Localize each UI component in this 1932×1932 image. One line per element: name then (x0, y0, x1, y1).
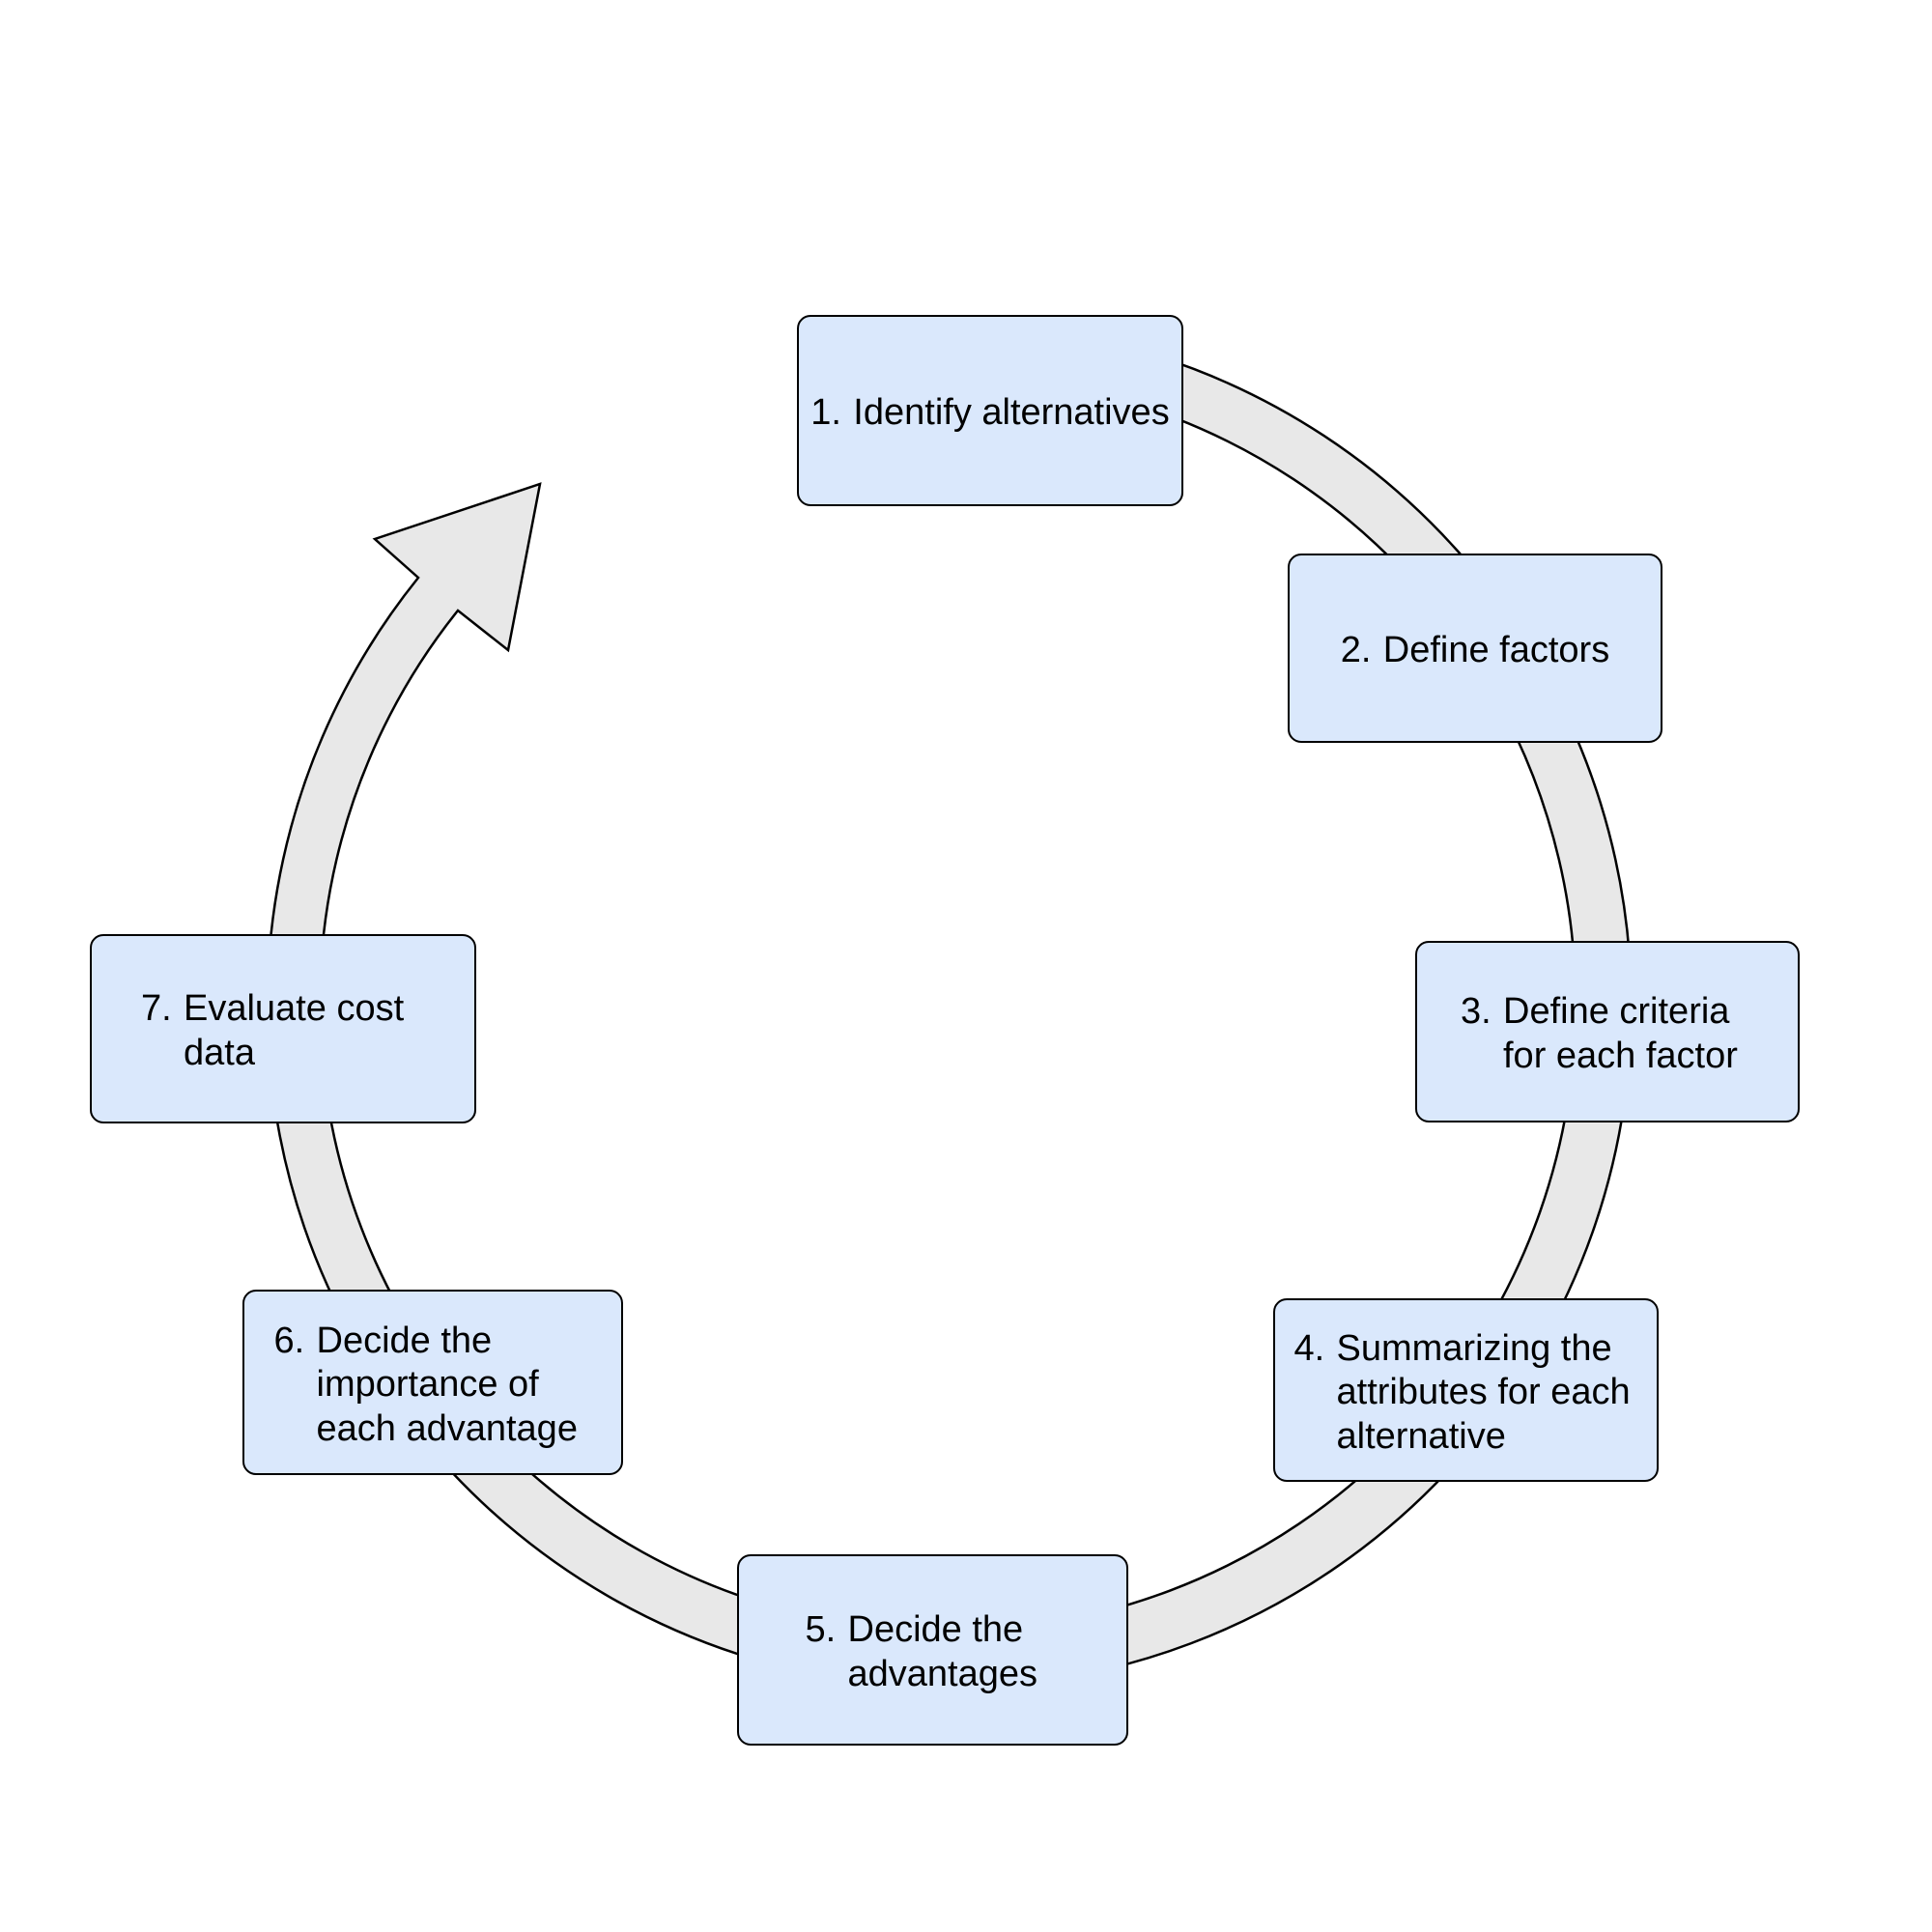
step-text: Decide the importance of each advantage (316, 1320, 578, 1449)
step-number: 7. (141, 988, 172, 1030)
step-text: Define factors (1382, 630, 1610, 671)
step-box-7: 7. Evaluate cost data (90, 934, 476, 1123)
step-number: 5. (805, 1609, 837, 1651)
step-box-2: 2. Define factors (1288, 554, 1662, 743)
step-label: 3. Define criteria for each factor (1461, 984, 1754, 1078)
step-box-6: 6. Decide the importance of each advanta… (242, 1290, 623, 1475)
step-box-3: 3. Define criteria for each factor (1415, 941, 1800, 1122)
cycle-arrow-shape (266, 331, 1633, 1690)
step-label: 4. Summarizing the attributes for each a… (1294, 1321, 1638, 1460)
step-label: 1. Identify alternatives (810, 385, 1169, 436)
step-box-1: 1. Identify alternatives (797, 315, 1183, 506)
step-text: Summarizing the attributes for each alte… (1336, 1327, 1631, 1457)
step-number: 4. (1293, 1327, 1325, 1369)
step-label: 5. Decide the advantages (806, 1603, 1061, 1696)
step-text: Evaluate cost data (184, 988, 405, 1073)
step-number: 1. (810, 392, 841, 434)
step-label: 6. Decide the importance of each advanta… (274, 1314, 592, 1452)
step-text: Identify alternatives (853, 392, 1170, 434)
step-label: 7. Evaluate cost data (141, 981, 425, 1075)
step-number: 3. (1461, 991, 1492, 1033)
step-box-4: 4. Summarizing the attributes for each a… (1273, 1298, 1659, 1482)
step-text: Decide the advantages (847, 1609, 1038, 1694)
step-text: Define criteria for each factor (1503, 991, 1738, 1076)
step-number: 2. (1340, 630, 1372, 671)
step-box-5: 5. Decide the advantages (737, 1554, 1128, 1746)
step-label: 2. Define factors (1341, 623, 1609, 673)
step-number: 6. (273, 1320, 305, 1361)
